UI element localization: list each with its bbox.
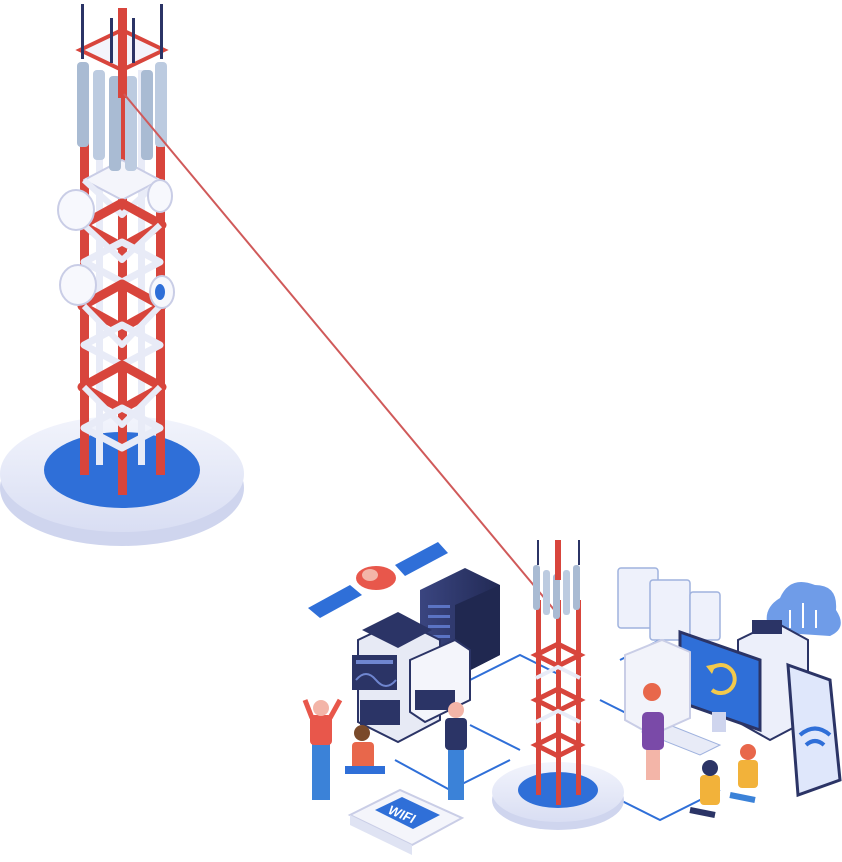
cell-tower-icon [530, 540, 586, 805]
person-sitting-yellow-2 [729, 744, 758, 803]
sync-icon [706, 663, 737, 696]
network-scene: WIFI [302, 540, 842, 855]
wifi-icon [798, 726, 832, 747]
satellite-icon [308, 542, 448, 618]
router-icon: WIFI [347, 788, 465, 855]
data-cards [617, 567, 721, 641]
office-building [352, 612, 471, 744]
person-cheering [302, 698, 343, 800]
person-sitting-yellow-1 [689, 760, 720, 818]
zoom-link-line [123, 93, 557, 613]
large-tower-dishes [57, 179, 175, 309]
cloud-icon [766, 581, 841, 636]
person-sitting-laptop [345, 725, 385, 774]
person-woman-standing [642, 683, 664, 780]
person-standing-phone [445, 702, 467, 800]
large-cell-tower [0, 4, 244, 546]
smartphone-icon [786, 662, 842, 798]
